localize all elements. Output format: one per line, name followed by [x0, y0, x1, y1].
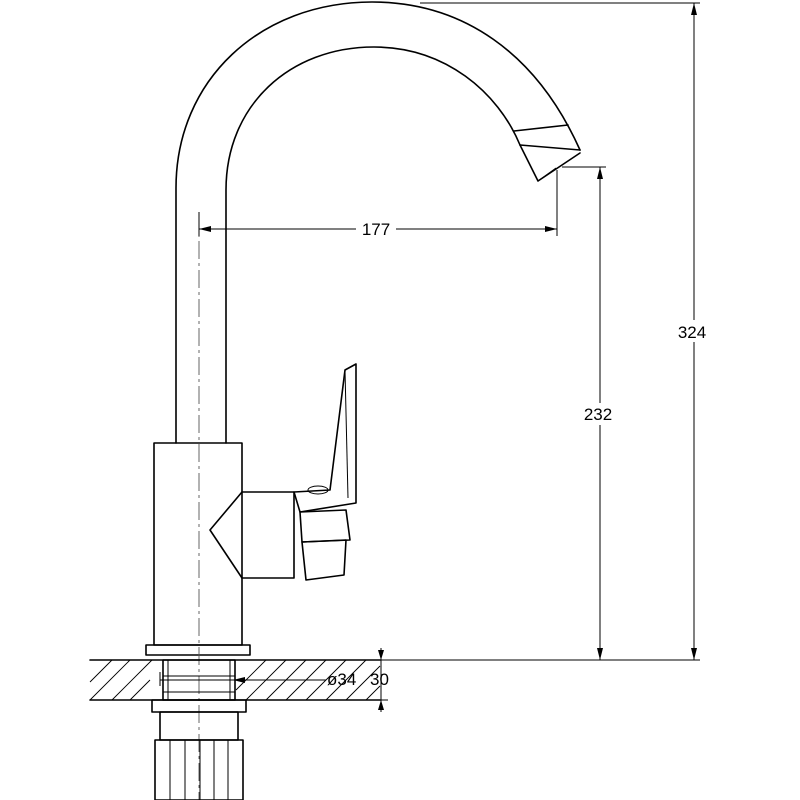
faucet-body: [145, 442, 295, 656]
extension-lines: [198, 2, 700, 701]
dimension-hole-diameter-label: ø34: [327, 670, 356, 689]
dimension-total-height: 324: [672, 3, 716, 660]
dimension-hole-diameter: ø34: [159, 670, 356, 689]
dimension-deck-thickness-label: 30: [370, 670, 389, 689]
dimension-spout-height-label: 232: [584, 405, 612, 424]
dimension-total-height-label: 324: [678, 323, 706, 342]
dimension-deck-thickness: 30: [370, 648, 389, 712]
faucet-spout: [175, 1, 581, 444]
dimension-spout-height: 232: [578, 167, 622, 660]
dimension-reach: 177: [199, 218, 557, 239]
lever-handle: [293, 363, 357, 581]
dimension-reach-label: 177: [362, 220, 390, 239]
